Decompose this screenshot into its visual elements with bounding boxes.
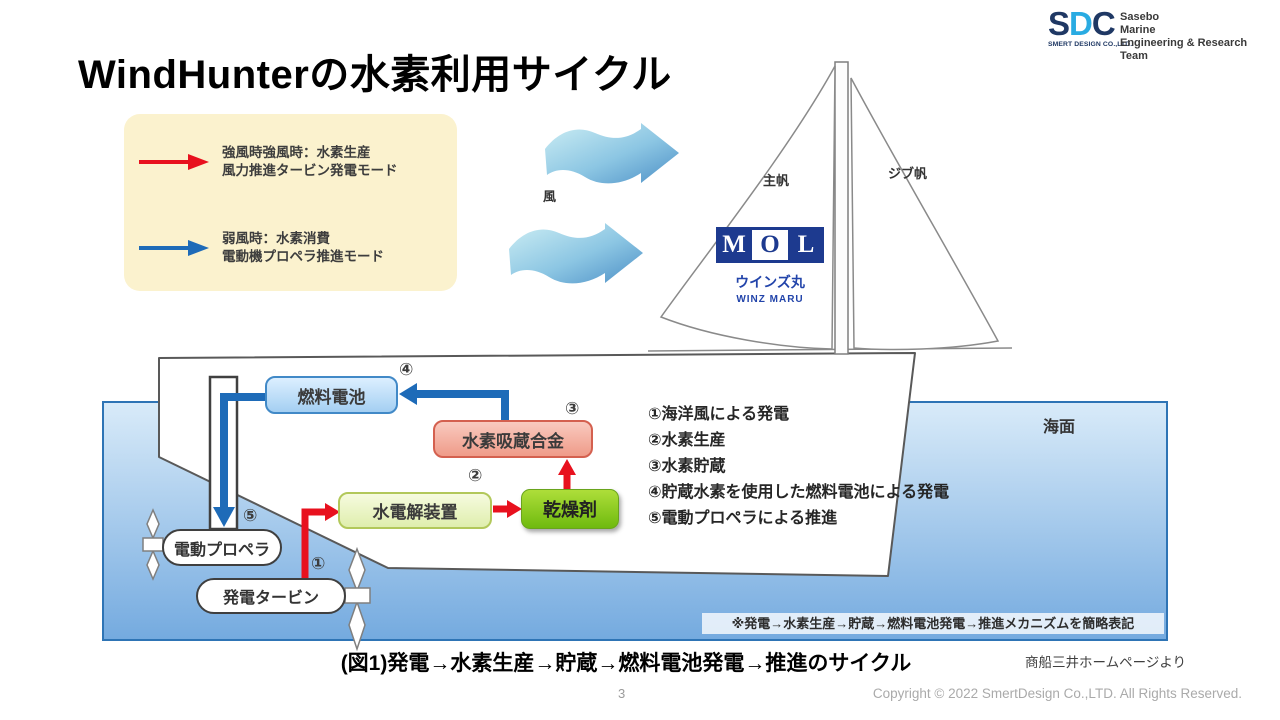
sea-surface-label: 海面 bbox=[1043, 419, 1076, 436]
ship-name-jp: ウインズ丸 bbox=[735, 274, 805, 290]
legend-item-strong-wind: 強風時強風時：水素生産 風力推進タービン発電モード bbox=[138, 144, 398, 179]
flow-arrow-alloy-to-fuelcell bbox=[399, 383, 509, 424]
page-number: 3 bbox=[618, 686, 626, 701]
mol-logo: M O L ウインズ丸 WINZ MARU bbox=[716, 227, 824, 305]
process-step-list: ①海洋風による発電 ②水素生産 ③水素貯蔵 ④貯蔵水素を使用した燃料電池による発… bbox=[648, 402, 949, 532]
copyright-text: Copyright © 2022 SmertDesign Co.,LTD. Al… bbox=[872, 686, 1242, 701]
flow-arrow-turbine-to-electrolysis bbox=[301, 503, 340, 580]
sdc-team-line: Marine bbox=[1120, 24, 1156, 36]
sdc-team-text: Sasebo Marine Engineering & Research Tea… bbox=[1120, 8, 1247, 63]
legend-line: 電動機プロペラ推進モード bbox=[222, 248, 384, 264]
sdc-team-line: Team bbox=[1120, 50, 1148, 62]
wind-ribbon-lower bbox=[509, 223, 643, 284]
turbine-propeller-icon bbox=[344, 546, 371, 652]
legend-item-weak-wind: 弱風時：水素消費 電動機プロペラ推進モード bbox=[138, 230, 384, 265]
flow-arrow-fuelcell-to-propeller bbox=[213, 393, 266, 527]
legend-line: 弱風時：水素消費 bbox=[222, 231, 330, 246]
sdc-logo-mark: SDC SMERT DESIGN CO.,LTD. bbox=[1048, 5, 1133, 63]
figure-caption: (図1)発電→水素生産→貯蔵→燃料電池発電→推進のサイクル bbox=[340, 652, 912, 675]
electrolysis-box: 水電解装置 bbox=[338, 492, 492, 529]
fuel-cell-box: 燃料電池 bbox=[265, 376, 398, 414]
step-marker-3: ③ bbox=[565, 399, 580, 418]
wind-arrows-icon bbox=[509, 123, 679, 284]
wind-label: 風 bbox=[543, 189, 557, 204]
sdc-letter-d: D bbox=[1069, 5, 1093, 42]
sdc-team-line: Sasebo bbox=[1120, 11, 1160, 23]
process-step: ②水素生産 bbox=[648, 432, 726, 449]
flow-arrow-desiccant-to-alloy bbox=[558, 459, 576, 489]
red-arrow-icon bbox=[139, 153, 209, 170]
mast bbox=[834, 61, 849, 355]
sdc-company-name: SMERT DESIGN CO.,LTD. bbox=[1048, 41, 1133, 48]
jib-sail bbox=[850, 77, 1000, 351]
desiccant-box: 乾燥剤 bbox=[521, 489, 619, 529]
source-credit: 商船三井ホームページより bbox=[1025, 655, 1187, 670]
legend-text-strong-wind: 強風時強風時：水素生産 風力推進タービン発電モード bbox=[222, 144, 398, 179]
ship-name-en: WINZ MARU bbox=[736, 294, 804, 305]
hydrogen-alloy-box: 水素吸蔵合金 bbox=[433, 420, 593, 458]
sdc-letter-c: C bbox=[1091, 5, 1116, 42]
step-marker-4: ④ bbox=[399, 360, 414, 379]
blue-arrow-icon bbox=[139, 239, 209, 256]
turbine-box: 発電タービン bbox=[196, 578, 346, 614]
legend-box: 強風時強風時：水素生産 風力推進タービン発電モード 弱風時：水素消費 電動機プロ… bbox=[124, 114, 457, 291]
legend-line: 風力推進タービン発電モード bbox=[222, 162, 398, 178]
flow-arrow-electrolysis-to-desiccant bbox=[493, 500, 522, 518]
step-marker-5: ⑤ bbox=[243, 506, 258, 525]
mol-letter-squares: M O L bbox=[716, 227, 824, 263]
main-sail bbox=[659, 65, 836, 350]
step-marker-1: ① bbox=[311, 554, 326, 573]
legend-text-weak-wind: 弱風時：水素消費 電動機プロペラ推進モード bbox=[222, 230, 384, 265]
wind-ribbon-upper bbox=[545, 123, 679, 184]
motor-propeller-box: 電動プロペラ bbox=[162, 529, 282, 566]
sdc-logo: SDC SMERT DESIGN CO.,LTD. Sasebo Marine … bbox=[1048, 5, 1263, 63]
mechanism-note: ※発電→水素生産→貯蔵→燃料電池発電→推進メカニズムを簡略表記 bbox=[702, 613, 1164, 634]
mol-letter-o: O bbox=[752, 227, 788, 263]
sdc-letters: SDC bbox=[1048, 5, 1116, 42]
process-step: ①海洋風による発電 bbox=[648, 406, 790, 423]
sdc-letter-s: S bbox=[1048, 5, 1070, 42]
process-step: ④貯蔵水素を使用した燃料電池による発電 bbox=[648, 484, 950, 501]
jib-sail-label: ジブ帆 bbox=[888, 166, 928, 181]
mol-letter-l: L bbox=[788, 227, 824, 263]
motor-propeller-icon bbox=[142, 508, 164, 581]
main-sail-label: 主帆 bbox=[763, 173, 790, 188]
legend-line: 強風時強風時：水素生産 bbox=[222, 145, 371, 160]
process-step: ⑤電動プロペラによる推進 bbox=[648, 510, 838, 527]
step-marker-2: ② bbox=[468, 466, 483, 485]
sdc-team-line: Engineering & Research bbox=[1120, 37, 1248, 49]
page-title: WindHunterの水素利用サイクル bbox=[78, 53, 672, 97]
process-step: ③水素貯蔵 bbox=[648, 458, 726, 475]
mol-letter-m: M bbox=[716, 227, 752, 263]
